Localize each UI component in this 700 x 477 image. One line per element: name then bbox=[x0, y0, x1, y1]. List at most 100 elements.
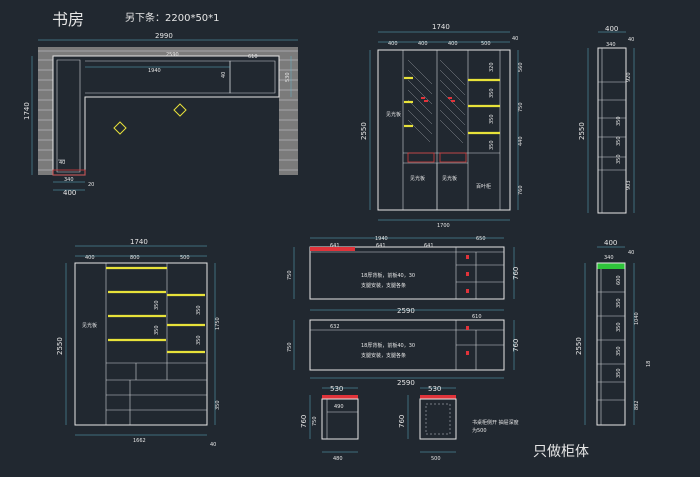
plan-dim-bottom3: 20 bbox=[88, 182, 94, 188]
plan-dim-left: 1740 bbox=[23, 102, 31, 120]
plan-dim-small2: 40 bbox=[221, 72, 227, 78]
elev-a-seg-0: 400 bbox=[388, 41, 398, 47]
side-view-a: 400 340 40 2550 920 350 350 350 903 bbox=[578, 25, 634, 214]
elev-b-right-4: 350 bbox=[196, 335, 202, 345]
desk-a-inner-0: 641 bbox=[330, 243, 340, 249]
elev-b-dim-bottom2: 40 bbox=[210, 442, 216, 448]
small-b-note-1: 书桌柜侧开 抽屉深度 bbox=[472, 419, 519, 426]
side-a-dim-top2: 340 bbox=[606, 42, 616, 48]
side-a-right-4: 903 bbox=[626, 180, 632, 190]
desk-b-note-1: 18厚背板，前板40，30 bbox=[361, 342, 415, 349]
elev-a-seg-4: 40 bbox=[512, 36, 518, 42]
side-a-right-2: 350 bbox=[616, 136, 622, 146]
elev-a-inner-1: 350 bbox=[489, 88, 495, 98]
elev-b-dim-right: 1750 bbox=[215, 317, 221, 330]
side-b-dim-top: 400 bbox=[604, 239, 617, 247]
desk-b-inner: 632 bbox=[330, 324, 340, 330]
desk-b-dim-h: 750 bbox=[287, 342, 293, 352]
desk-a-dim-top: 1940 bbox=[375, 236, 388, 242]
elev-a-seg-1: 400 bbox=[418, 41, 428, 47]
small-b-dim-h: 760 bbox=[398, 415, 406, 428]
side-b-right-4: 350 bbox=[616, 368, 622, 378]
side-a-dim-top: 400 bbox=[605, 25, 618, 33]
plan-dim-40: 40 bbox=[59, 160, 65, 166]
elev-b-dim-h: 2550 bbox=[56, 337, 64, 355]
small-a-dim-h: 760 bbox=[300, 415, 308, 428]
elev-b-right-3: 350 bbox=[196, 305, 202, 315]
plan-dim-bottom1: 340 bbox=[64, 177, 74, 183]
side-a-right-1: 350 bbox=[616, 116, 622, 126]
elev-a-right-2: 440 bbox=[518, 136, 524, 146]
elev-b-right-1: 350 bbox=[154, 300, 160, 310]
elev-b-dim-bottom: 1662 bbox=[133, 438, 146, 444]
desk-elevation-a: 1940 650 641 641 641 750 760 18厚背板，前板40，… bbox=[287, 236, 520, 300]
elev-b-dim-top: 1740 bbox=[130, 238, 148, 246]
side-b-top-strip bbox=[597, 263, 625, 269]
elev-a-seg-2: 400 bbox=[448, 41, 458, 47]
side-a-dim-top3: 40 bbox=[628, 37, 634, 43]
plan-cabinet-outline bbox=[52, 55, 280, 176]
elev-a-inner-0: 320 bbox=[489, 62, 495, 72]
desk-b-dim-h2: 760 bbox=[512, 339, 520, 352]
elev-a-inner-3: 350 bbox=[489, 140, 495, 150]
elev-b-dim-right2: 350 bbox=[215, 400, 221, 410]
side-b-dim-top2: 340 bbox=[604, 255, 614, 261]
side-b-right-5: 882 bbox=[634, 400, 640, 410]
small-cabinet-b: 530 760 500 书桌柜侧开 抽屉深度 为500 bbox=[398, 385, 519, 462]
plan-dim-right: 530 bbox=[285, 72, 291, 82]
elev-b-right-2: 350 bbox=[154, 325, 160, 335]
drawing-note: 只做柜体 bbox=[533, 444, 589, 460]
desk-elevation-b: 2590 610 632 750 760 18厚背板，前板40，30 支腿安装，… bbox=[287, 307, 520, 387]
desk-a-inner-1: 641 bbox=[376, 243, 386, 249]
desk-b-dim-total: 2590 bbox=[397, 379, 415, 387]
elev-a-dim-top: 1740 bbox=[432, 23, 450, 31]
small-a-dim-top2: 490 bbox=[334, 404, 344, 410]
desk-a-note-1: 18厚背板，前板40，30 bbox=[361, 272, 415, 279]
elev-a-label-left: 见光板 bbox=[386, 111, 401, 118]
side-b-right-2: 350 bbox=[616, 322, 622, 332]
desk-dim-total: 2590 bbox=[397, 307, 415, 315]
desk-a-dim-top2: 650 bbox=[476, 236, 486, 242]
elev-a-label-d1: 见光板 bbox=[410, 175, 425, 182]
side-b-right-0: 600 bbox=[616, 275, 622, 285]
elev-a-dim-h: 2550 bbox=[360, 122, 368, 140]
small-a-dim-top: 530 bbox=[330, 385, 343, 393]
desk-b-note-2: 支腿安装，支腿各条 bbox=[361, 352, 406, 359]
plan-dim-inner: 2590 bbox=[166, 52, 179, 58]
side-view-b: 400 340 40 2550 1040 18 600 350 350 350 … bbox=[575, 239, 652, 426]
plan-dim-small: 610 bbox=[248, 54, 258, 60]
drawing-subtitle: 另下条：2200*50*1 bbox=[125, 11, 220, 24]
plan-dim-inner2: 1940 bbox=[148, 68, 161, 74]
wall-top bbox=[38, 47, 298, 56]
side-a-right-3: 350 bbox=[616, 154, 622, 164]
small-b-note-2: 为500 bbox=[472, 427, 487, 434]
side-b-dim-top3: 40 bbox=[628, 250, 634, 256]
side-b-right-1: 350 bbox=[616, 298, 622, 308]
small-a-dim-bottom: 480 bbox=[333, 456, 343, 462]
elevation-b: 见光板 1740 400 800 500 2550 1750 350 1662 … bbox=[56, 238, 221, 448]
elev-a-seg-3: 500 bbox=[481, 41, 491, 47]
side-a-right-0: 920 bbox=[626, 72, 632, 82]
side-b-dim-h2: 1040 bbox=[634, 312, 640, 325]
side-b-right-3: 350 bbox=[616, 346, 622, 356]
elevation-a: 见光板 见光板 见光板 百叶柜 1740 400 400 400 500 40 … bbox=[360, 23, 524, 229]
desk-a-note-2: 支腿安装，支腿各条 bbox=[361, 282, 406, 289]
elev-a-right-1: 750 bbox=[518, 102, 524, 112]
side-b-dim-h: 2550 bbox=[575, 337, 583, 355]
elev-b-label-left: 见光板 bbox=[82, 322, 97, 329]
elev-b-seg-1: 800 bbox=[130, 255, 140, 261]
marker-icon bbox=[113, 121, 127, 135]
desk-a-dim-h2: 760 bbox=[512, 267, 520, 280]
plan-view: 2990 1940 2590 1740 530 610 40 340 400 2… bbox=[23, 32, 298, 197]
small-b-dim-bottom: 500 bbox=[431, 456, 441, 462]
small-a-dim-h2: 750 bbox=[312, 416, 318, 426]
side-a-dim-h: 2550 bbox=[578, 122, 586, 140]
wall-right bbox=[279, 47, 298, 175]
elev-a-right-0: 560 bbox=[518, 62, 524, 72]
drawing-title: 书房 bbox=[52, 10, 84, 29]
desk-b-dim-top: 610 bbox=[472, 314, 482, 320]
elev-a-dim-bottom: 1700 bbox=[437, 223, 450, 229]
small-cabinet-a: 530 490 760 750 480 bbox=[300, 385, 359, 462]
elev-a-label-d3: 百叶柜 bbox=[476, 183, 491, 190]
